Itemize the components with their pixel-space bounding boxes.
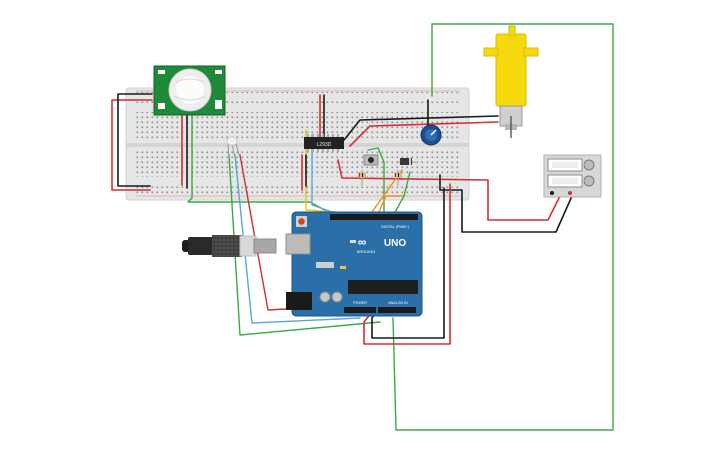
wire-black-right-1 — [439, 174, 573, 233]
bench-power-supply[interactable] — [543, 154, 602, 198]
wire-red-right-1 — [337, 159, 561, 221]
usb-cable — [182, 235, 277, 257]
arduino-logo: ∞ — [358, 235, 367, 249]
wire-green-pot — [392, 23, 614, 431]
wire-green-pir-out — [187, 114, 333, 215]
breadboard[interactable] — [125, 87, 470, 201]
driver-chip[interactable]: L293D — [304, 134, 344, 152]
arduino-digital-header-label: DIGITAL (PWM~) — [381, 225, 409, 229]
push-button[interactable] — [363, 154, 379, 166]
driver-chip-label: L293D — [317, 142, 332, 148]
wire-red-motor — [349, 121, 499, 147]
wire-green-led-1 — [228, 154, 381, 336]
potentiometer[interactable] — [420, 124, 442, 146]
diode[interactable] — [396, 158, 416, 165]
wire-orange-2 — [377, 195, 405, 215]
rgb-led[interactable] — [226, 136, 241, 159]
arduino-uno[interactable]: ∞ UNO ARDUINO DIGITAL (PWM~) POWER ANALO… — [285, 211, 423, 317]
pir-sensor[interactable] — [153, 65, 226, 116]
arduino-power-header-label: POWER — [353, 301, 367, 305]
resistor-1[interactable] — [358, 170, 366, 186]
wire-black-pir-loop — [117, 93, 153, 187]
dc-gear-motor[interactable] — [483, 25, 539, 138]
wire-green-right — [393, 171, 411, 215]
wire-red-arduino-5v — [363, 183, 451, 345]
wire-blue-chip — [311, 134, 339, 215]
wire-black-motor — [343, 115, 499, 141]
arduino-analog-header-label: ANALOG IN — [388, 301, 408, 305]
wire-green-button — [367, 147, 385, 213]
arduino-model-label: UNO — [384, 238, 406, 249]
wire-blue-led — [234, 154, 361, 324]
arduino-brand-label: ARDUINO — [357, 249, 375, 254]
wire-red-pir-loop — [111, 99, 153, 191]
resistor-2[interactable] — [394, 170, 402, 186]
